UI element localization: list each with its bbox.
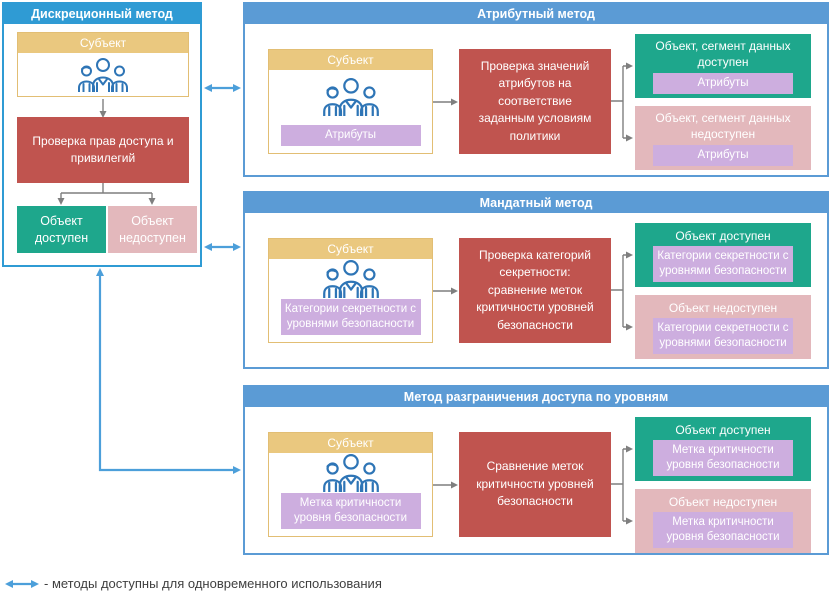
- object-denied-title: Объект, сегмент данных недоступен: [655, 111, 791, 142]
- branch-arrows: [57, 183, 156, 205]
- branch-arrows: [611, 62, 633, 142]
- arrow-subject-to-check: [433, 481, 458, 489]
- mandatory-check-box: Проверка категорий секретности: сравнени…: [459, 238, 611, 343]
- attribute-object-allowed: Объект, сегмент данных доступен Атрибуты: [635, 34, 811, 98]
- discretionary-object-allowed: Объект доступен: [17, 206, 106, 253]
- attribute-check-box: Проверка значений атрибутов на соответст…: [459, 49, 611, 154]
- object-allowed-tag: Атрибуты: [653, 72, 793, 94]
- branch-arrows: [611, 251, 633, 331]
- object-denied-title: Объект недоступен: [668, 494, 778, 509]
- object-allowed-title: Объект доступен: [675, 422, 771, 437]
- attribute-subject-box: Субъект: [268, 49, 433, 154]
- level-object-allowed: Объект доступен Метка критичности уровня…: [635, 417, 811, 481]
- object-denied-tag: Атрибуты: [653, 144, 793, 166]
- mandatory-subject-box: Субъект: [268, 238, 433, 343]
- object-denied-tag: Метка критичности уровня безопасности: [653, 511, 793, 549]
- subject-tag: Категории секретности с уровнями безопас…: [280, 298, 421, 335]
- discretionary-subject-box: Субъект: [17, 32, 189, 97]
- level-object-denied: Объект недоступен Метка критичности уров…: [635, 489, 811, 553]
- subject-label: Субъект: [269, 433, 432, 453]
- people-group-icon: [77, 53, 129, 96]
- object-denied-tag: Категории секретности с уровнями безопас…: [653, 317, 793, 355]
- subject-tag: Атрибуты: [280, 124, 421, 146]
- object-allowed-title: Объект, сегмент данных доступен: [655, 39, 791, 70]
- level-subject-box: Субъект: [268, 432, 433, 537]
- branch-arrows: [611, 445, 633, 525]
- subject-tag: Метка критичности уровня безопасности: [280, 492, 421, 529]
- subject-label: Субъект: [269, 239, 432, 259]
- discretionary-check-box: Проверка прав доступа и привилегий: [17, 117, 189, 183]
- attribute-object-denied: Объект, сегмент данных недоступен Атрибу…: [635, 106, 811, 170]
- arrow-subject-to-check: [433, 98, 458, 106]
- panel-level: Метод разграничения доступа по уровням С…: [243, 385, 829, 555]
- object-allowed-tag: Метка критичности уровня безопасности: [653, 439, 793, 477]
- panel-mandatory-title: Мандатный метод: [245, 193, 827, 213]
- subject-label: Субъект: [269, 50, 432, 70]
- object-allowed-title: Объект доступен: [675, 228, 771, 243]
- people-group-icon: [322, 70, 380, 125]
- legend-label: - методы доступны для одновременного исп…: [44, 576, 382, 591]
- discretionary-object-denied: Объект недоступен: [108, 206, 197, 253]
- panel-level-title: Метод разграничения доступа по уровням: [245, 387, 827, 407]
- arrow-subject-to-check: [99, 99, 107, 118]
- panel-mandatory: Мандатный метод Субъект: [243, 191, 829, 369]
- panel-attribute: Атрибутный метод Субъект: [243, 2, 829, 177]
- arrow-subject-to-check: [433, 287, 458, 295]
- panel-attribute-title: Атрибутный метод: [245, 4, 827, 24]
- panel-discretionary: Дискреционный метод Субъект: [2, 2, 202, 267]
- panel-discretionary-title: Дискреционный метод: [4, 4, 200, 24]
- mandatory-object-allowed: Объект доступен Категории секретности с …: [635, 223, 811, 287]
- people-group-icon: [322, 259, 380, 299]
- object-denied-title: Объект недоступен: [668, 300, 778, 315]
- object-allowed-tag: Категории секретности с уровнями безопас…: [653, 245, 793, 283]
- subject-label: Субъект: [18, 33, 188, 53]
- level-check-box: Сравнение меток критичности уровней безо…: [459, 432, 611, 537]
- people-group-icon: [322, 453, 380, 493]
- mandatory-object-denied: Объект недоступен Категории секретности …: [635, 295, 811, 359]
